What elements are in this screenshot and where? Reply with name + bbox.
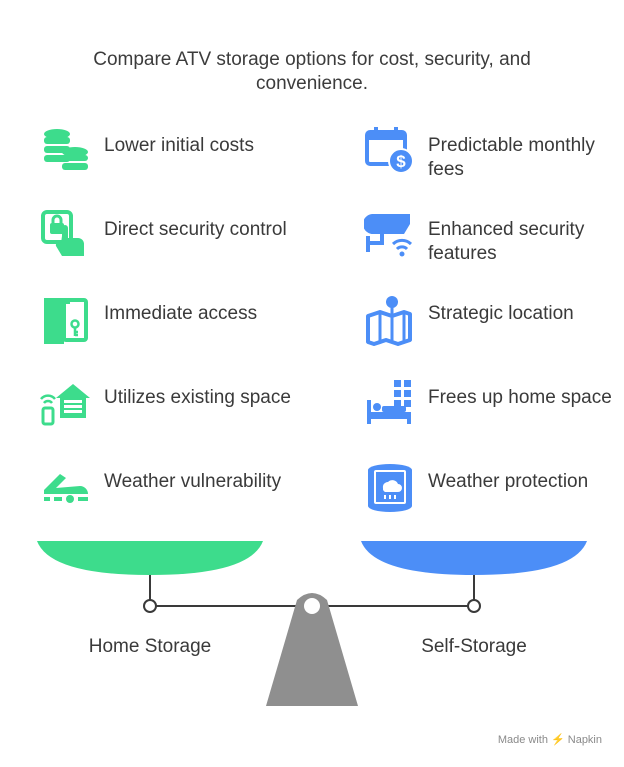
scale-fulcrum xyxy=(266,593,358,706)
page-title: Compare ATV storage options for cost, se… xyxy=(93,49,531,94)
home-pivot xyxy=(143,599,157,613)
door-key-icon xyxy=(44,298,88,344)
fulcrum-pivot xyxy=(304,598,320,614)
self-storage-label: Self-Storage xyxy=(421,636,527,657)
napkin-credit: Made with ⚡ Napkin xyxy=(497,734,602,746)
self-pivot xyxy=(467,599,481,613)
self-storage-pan xyxy=(361,541,587,575)
security-camera-icon xyxy=(364,214,413,257)
snowmobile-icon xyxy=(44,474,88,503)
home-storage-label: Home Storage xyxy=(88,636,212,657)
self-item-label: Weather protection xyxy=(428,471,589,492)
coins-icon xyxy=(44,129,88,170)
home-item-label: Weather vulnerability xyxy=(104,471,282,492)
lock-touch-icon xyxy=(41,210,84,256)
garage-icon xyxy=(40,384,90,426)
map-pin-icon xyxy=(366,296,412,346)
home-item-label: Immediate access xyxy=(104,303,258,324)
svg-text:$: $ xyxy=(396,152,406,171)
calendar-dollar-icon: $ xyxy=(365,127,414,174)
self-item-label: Strategic location xyxy=(428,303,574,324)
home-item-label: Direct security control xyxy=(104,219,287,240)
home-item-label: Utilizes existing space xyxy=(104,387,291,408)
home-item-label: Lower initial costs xyxy=(104,135,254,156)
weather-shield-icon xyxy=(368,464,412,512)
bed-boxes-icon xyxy=(367,380,411,424)
home-storage-pan xyxy=(37,541,263,575)
balance-scale xyxy=(37,541,587,706)
self-item-label: Predictable monthly fees xyxy=(428,135,595,180)
self-item-label: Frees up home space xyxy=(428,387,612,408)
self-item-label: Enhanced security features xyxy=(428,219,585,264)
